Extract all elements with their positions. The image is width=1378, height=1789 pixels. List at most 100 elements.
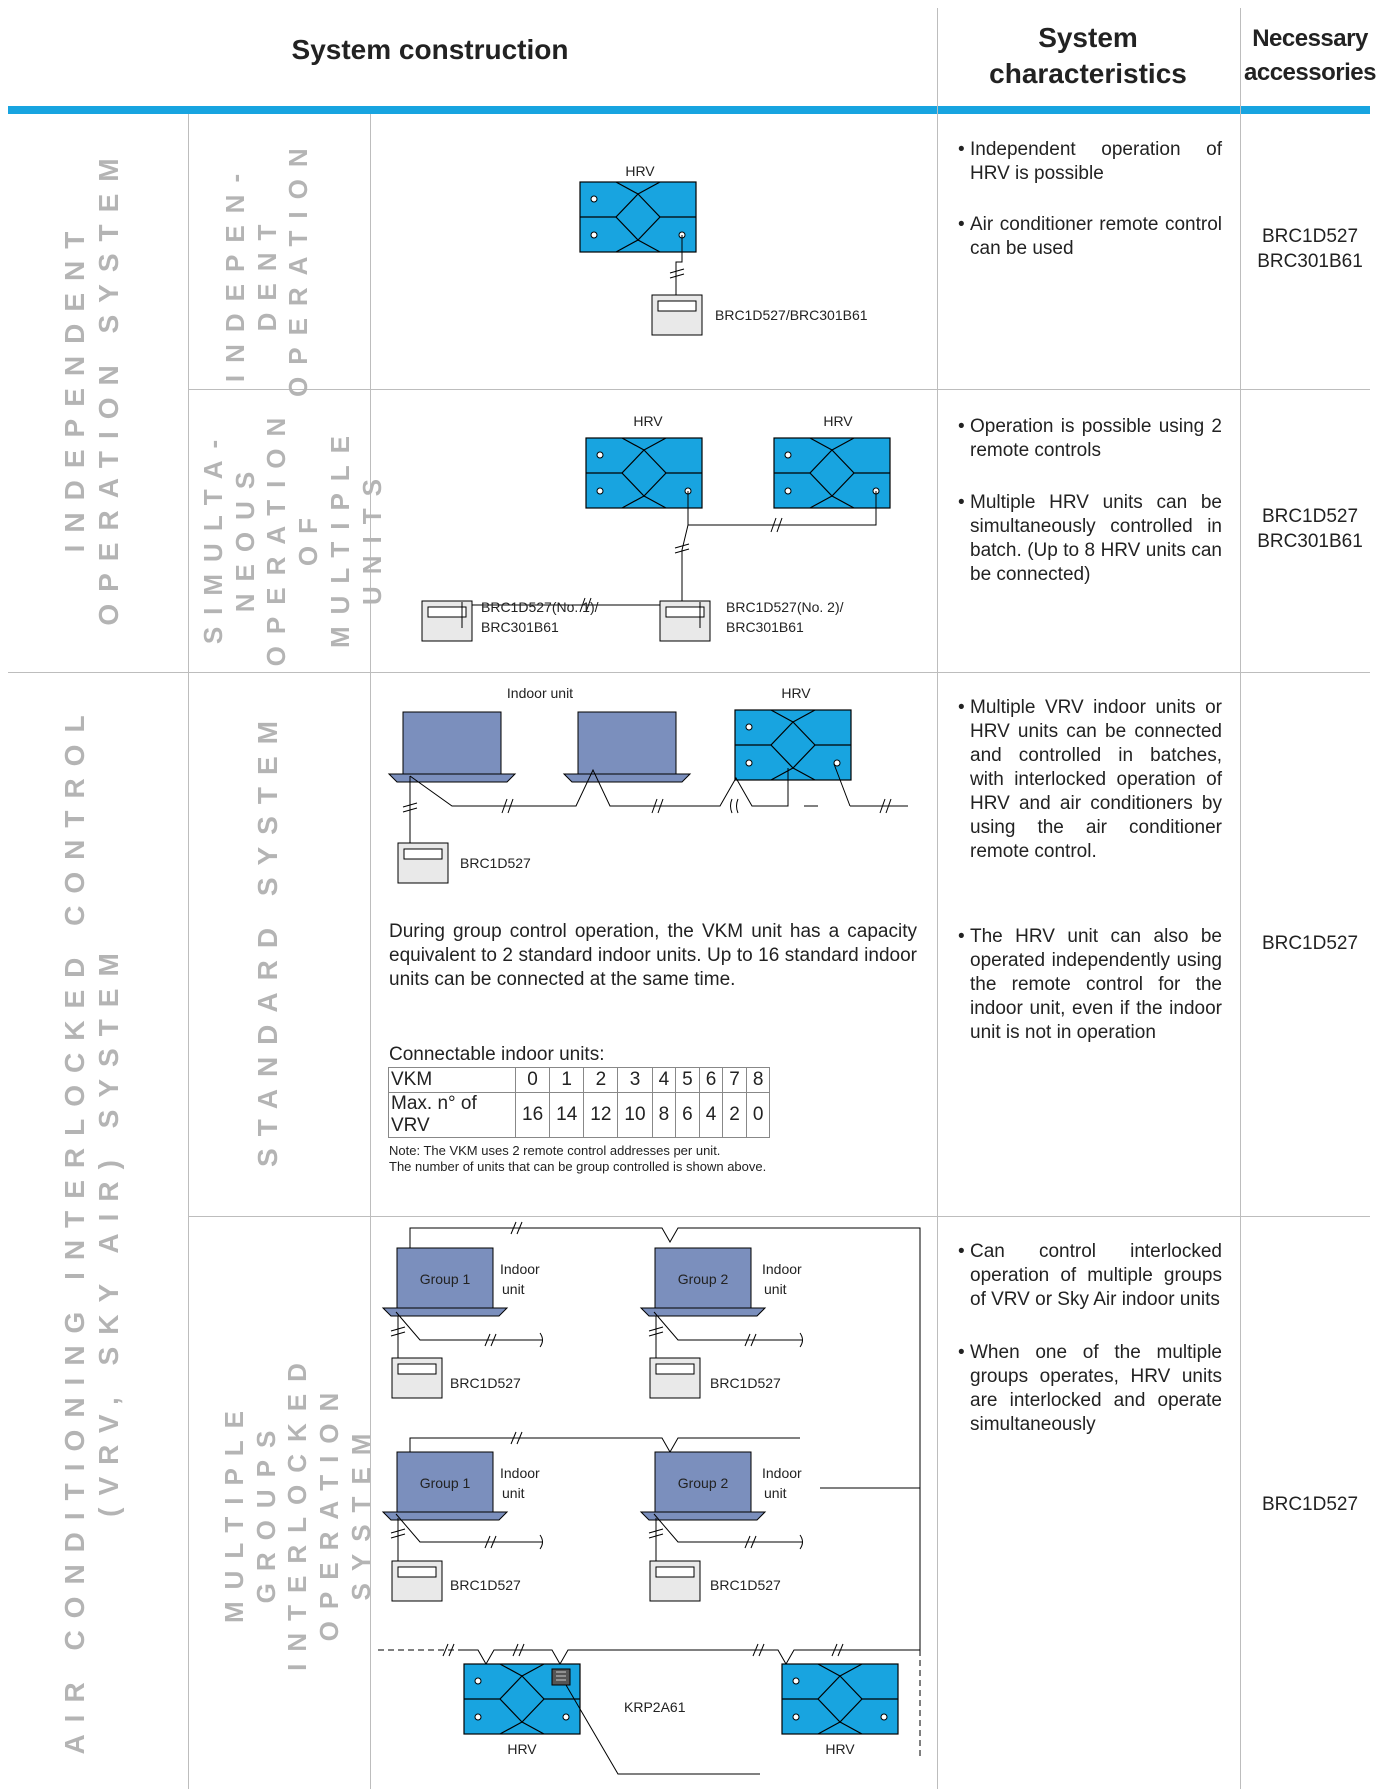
remote-control xyxy=(391,1560,443,1602)
header-accessories-line1: Necessary xyxy=(1252,25,1368,52)
accessory-item: BRC301B61 xyxy=(1257,531,1363,552)
hrv-label: HRV xyxy=(823,413,853,429)
accessories-row4: BRC1D527 xyxy=(1242,1492,1378,1517)
header-divider-bar xyxy=(8,106,1370,114)
group-label: Group 1 xyxy=(420,1271,471,1287)
diagram-row2: HRV HRV BRC1D527(No. 1)/ BRC301B61 BRC1D… xyxy=(421,413,891,642)
accessory-item: BRC1D527 xyxy=(1261,933,1359,954)
accessories-row1: BRC1D527 BRC301B61 xyxy=(1242,224,1378,274)
bullet-row1-2: •Air conditioner remote control can be u… xyxy=(958,214,1222,259)
table-cell: 2 xyxy=(722,1092,747,1138)
table-cell: 12 xyxy=(583,1092,619,1138)
table-cell: 4 xyxy=(698,1092,724,1138)
header-necessary-accessories: Necessary accessories xyxy=(1242,22,1378,90)
connectable-units-table: VKM 0 1 2 3 4 5 6 7 8 Max. n° of VRV 16 … xyxy=(388,1067,771,1138)
grid-line xyxy=(188,114,189,1789)
indoor-label: unit xyxy=(764,1485,787,1501)
table-cell: 6 xyxy=(698,1067,724,1093)
bullet-text: Operation is possible using 2 remote con… xyxy=(970,416,1222,461)
accessory-item: BRC1D527 xyxy=(1261,506,1359,527)
table-cell: VKM xyxy=(388,1067,516,1093)
bullet-row4-1: •Can control interlocked operation of mu… xyxy=(958,1241,1222,1310)
grid-line xyxy=(937,8,938,1789)
remote-label: BRC1D527/BRC301B61 xyxy=(715,307,868,323)
bullet-row2-2: •Multiple HRV units can be simultaneousl… xyxy=(958,492,1222,585)
table-row: Max. n° of VRV 16 14 12 10 8 6 4 2 0 xyxy=(388,1092,771,1138)
table-cell: 16 xyxy=(514,1092,551,1138)
hrv-unit xyxy=(773,437,891,509)
header-system-characteristics: System characteristics xyxy=(938,20,1238,92)
note-line: The number of units that can be group co… xyxy=(389,1159,767,1174)
remote-label: BRC1D527 xyxy=(450,1577,521,1593)
accessories-row3: BRC1D527 xyxy=(1242,931,1378,956)
grid-line xyxy=(370,114,371,1789)
table-cell: 14 xyxy=(549,1092,585,1138)
remote-control xyxy=(659,600,711,642)
group-label: Group 1 xyxy=(420,1475,471,1491)
remote-control xyxy=(397,842,449,884)
krp-label: KRP2A61 xyxy=(624,1699,686,1715)
bullet-text: Air conditioner remote control can be us… xyxy=(970,214,1222,259)
grid-line xyxy=(188,1216,1370,1217)
bullet-text: Multiple VRV indoor units or HRV units c… xyxy=(970,697,1222,862)
hrv-label: HRV xyxy=(633,413,663,429)
table-title: Connectable indoor units: xyxy=(389,1044,605,1065)
standard-paragraph: During group control operation, the VKM … xyxy=(389,921,917,990)
group-label: Group 2 xyxy=(678,1475,729,1491)
hrv-label: HRV xyxy=(507,1741,537,1757)
bullet-text: Multiple HRV units can be simultaneously… xyxy=(970,492,1222,585)
remote-label: BRC1D527(No. 2)/ xyxy=(726,599,844,615)
remote-control xyxy=(649,1357,701,1399)
table-cell: 2 xyxy=(583,1067,619,1093)
indoor-label: Indoor xyxy=(500,1465,540,1481)
table-cell: 1 xyxy=(549,1067,585,1093)
hrv-label: HRV xyxy=(825,1741,855,1757)
remote-label: BRC1D527(No. 1)/ xyxy=(481,599,599,615)
bullet-row1-1: •Independent operation of HRV is possibl… xyxy=(958,139,1222,184)
table-cell: 0 xyxy=(745,1092,771,1138)
remote-label: BRC1D527 xyxy=(710,1375,781,1391)
accessory-item: BRC1D527 xyxy=(1261,226,1359,247)
krp-adapter xyxy=(551,1668,571,1686)
header-system-construction: System construction xyxy=(291,34,569,65)
indoor-label: unit xyxy=(502,1485,525,1501)
accessory-item: BRC301B61 xyxy=(1257,251,1363,272)
remote-label: BRC1D527 xyxy=(460,855,531,871)
bullet-text: The HRV unit can also be operated indepe… xyxy=(970,926,1222,1043)
bullet-text: Can control interlocked operation of mul… xyxy=(970,1241,1222,1310)
hrv-label: HRV xyxy=(781,685,811,701)
remote-control xyxy=(391,1357,443,1399)
hrv-label: HRV xyxy=(625,163,655,179)
remote-label: BRC1D527 xyxy=(710,1577,781,1593)
remote-label: BRC1D527 xyxy=(450,1375,521,1391)
header-characteristics-line1: System xyxy=(1038,22,1138,53)
hrv-unit xyxy=(734,709,852,781)
group-label: Group 2 xyxy=(678,1271,729,1287)
table-cell: Max. n° of VRV xyxy=(388,1092,516,1138)
hrv-unit xyxy=(579,181,697,253)
indoor-unit xyxy=(388,711,516,783)
diagram-row1: HRV BRC1D527/BRC301B61 xyxy=(579,163,868,336)
remote-label: BRC301B61 xyxy=(481,619,559,635)
diagram-row4: Group 1 Group 2 Indoor unit Indoor unit … xyxy=(378,1221,921,1775)
table-cell: 10 xyxy=(617,1092,653,1138)
bullet-row3-1: •Multiple VRV indoor units or HRV units … xyxy=(958,697,1222,862)
remote-control xyxy=(421,600,473,642)
diagram-row3: Indoor unit HRV BRC1D527 xyxy=(388,685,908,884)
accessories-row2: BRC1D527 BRC301B61 xyxy=(1242,504,1378,554)
header-characteristics-line2: characteristics xyxy=(989,58,1187,89)
accessory-item: BRC1D527 xyxy=(1261,1494,1359,1515)
indoor-label: Indoor xyxy=(762,1261,802,1277)
bullet-row2-1: •Operation is possible using 2 remote co… xyxy=(958,416,1222,461)
bullet-row4-2: •When one of the multiple groups operate… xyxy=(958,1342,1222,1435)
grid-line xyxy=(8,672,1370,673)
hrv-unit xyxy=(585,437,703,509)
standard-note: Note: The VKM uses 2 remote control addr… xyxy=(389,1143,766,1175)
table-cell: 8 xyxy=(745,1067,771,1093)
indoor-unit-label: Indoor unit xyxy=(507,685,573,701)
grid-line xyxy=(188,389,1370,390)
indoor-label: Indoor xyxy=(762,1465,802,1481)
note-line: Note: The VKM uses 2 remote control addr… xyxy=(389,1143,721,1158)
bullet-row3-2: •The HRV unit can also be operated indep… xyxy=(958,926,1222,1043)
